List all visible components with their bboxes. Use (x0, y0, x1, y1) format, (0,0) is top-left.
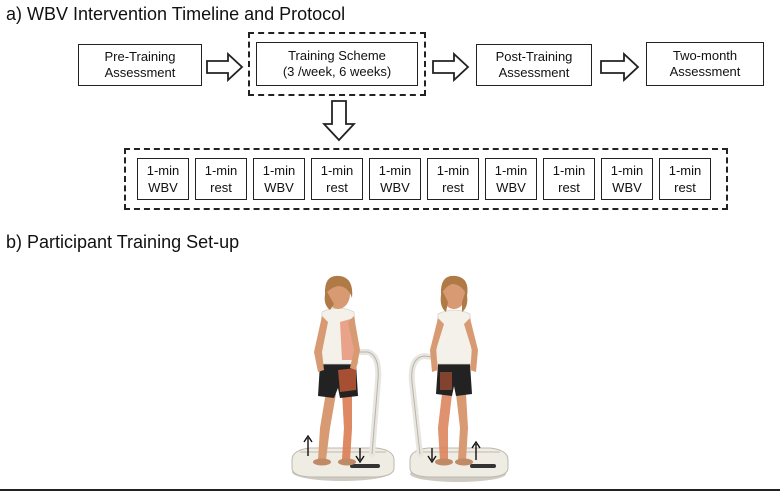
participant-figure-left (291, 275, 395, 481)
session-label: 1-min WBV (494, 163, 528, 195)
session-box: 1-min rest (659, 158, 711, 200)
session-box: 1-min rest (543, 158, 595, 200)
session-label: 1-min WBV (262, 163, 296, 195)
arrow-right-icon (432, 52, 470, 82)
pre-training-label: Pre-Training Assessment (104, 49, 176, 80)
session-box: 1-min WBV (369, 158, 421, 200)
session-label: 1-min WBV (378, 163, 412, 195)
two-month-label: Two-month Assessment (669, 48, 741, 79)
arrow-right-icon (206, 52, 244, 82)
two-month-box: Two-month Assessment (646, 42, 764, 86)
session-box: 1-min WBV (485, 158, 537, 200)
session-label: 1-min rest (668, 163, 702, 195)
training-scheme-box: Training Scheme (3 /week, 6 weeks) (256, 42, 418, 86)
training-scheme-dashed-frame (248, 32, 426, 96)
session-label: 1-min rest (552, 163, 586, 195)
session-label: 1-min rest (204, 163, 238, 195)
session-box: 1-min rest (311, 158, 363, 200)
session-box: 1-min WBV (601, 158, 653, 200)
protocol-dashed-frame (124, 148, 728, 210)
training-scheme-label: Training Scheme (3 /week, 6 weeks) (282, 48, 392, 79)
section-a-title: a) WBV Intervention Timeline and Protoco… (6, 4, 346, 24)
arrow-down-icon (322, 100, 356, 142)
session-box: 1-min rest (427, 158, 479, 200)
session-box: 1-min rest (195, 158, 247, 200)
session-box: 1-min WBV (253, 158, 305, 200)
bottom-border-line (0, 489, 780, 491)
session-box: 1-min WBV (137, 158, 189, 200)
section-b-title: b) Participant Training Set-up (6, 232, 240, 252)
participant-figure-right (408, 275, 509, 482)
session-label: 1-min WBV (146, 163, 180, 195)
pre-training-box: Pre-Training Assessment (78, 44, 202, 86)
session-label: 1-min rest (320, 163, 354, 195)
session-label: 1-min WBV (610, 163, 644, 195)
post-training-label: Post-Training Assessment (495, 49, 573, 80)
arrow-right-icon (600, 52, 640, 82)
training-setup-illustration (291, 275, 509, 482)
post-training-box: Post-Training Assessment (476, 44, 592, 86)
session-label: 1-min rest (436, 163, 470, 195)
